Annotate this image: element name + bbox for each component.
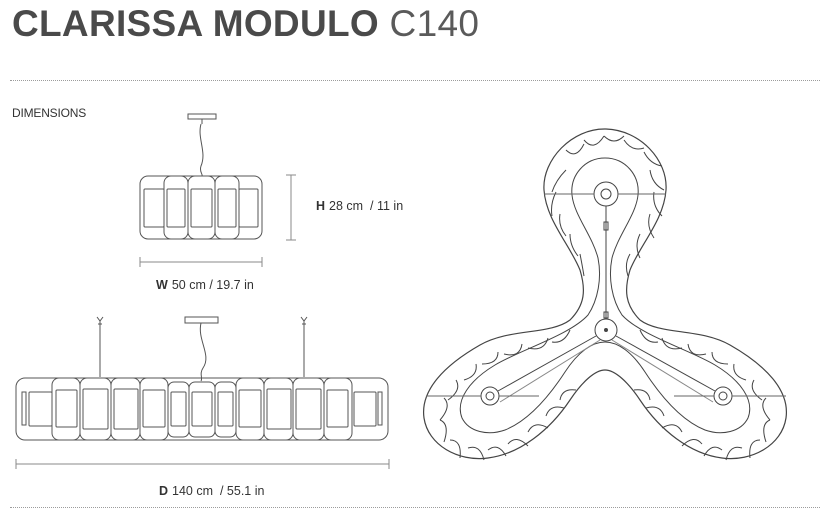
right-hub (713, 386, 733, 406)
chandelier-top-view (423, 128, 787, 461)
product-name: CLARISSA MODULO (12, 3, 379, 44)
diameter-imperial: / 55.1 in (219, 484, 265, 498)
center-canopy (184, 316, 219, 324)
width-letter: W (156, 278, 168, 292)
top-hub (593, 181, 619, 207)
page-title: CLARISSA MODULO C140 (12, 2, 479, 46)
width-metric: 50 cm (171, 278, 206, 292)
module-outline (139, 175, 263, 240)
width-imperial: / 19.7 in (209, 278, 254, 292)
chandelier-side-view (15, 316, 390, 469)
left-hub (480, 386, 500, 406)
ceiling-canopy (187, 113, 217, 120)
suspension-cable (199, 123, 204, 177)
inner-contour (459, 157, 751, 434)
module-side-view (139, 113, 296, 267)
chandelier-outline (15, 377, 389, 441)
diameter-metric: 140 cm (172, 484, 214, 498)
model-name: C140 (389, 3, 480, 44)
bottom-divider (10, 507, 820, 508)
section-label: DIMENSIONS (12, 106, 87, 120)
height-metric: 28 cm (329, 199, 364, 213)
top-divider (10, 80, 820, 81)
diameter-letter: D (159, 484, 169, 498)
height-imperial: / 11 in (370, 199, 404, 213)
outer-contour (423, 128, 787, 460)
height-letter: H (316, 199, 326, 213)
